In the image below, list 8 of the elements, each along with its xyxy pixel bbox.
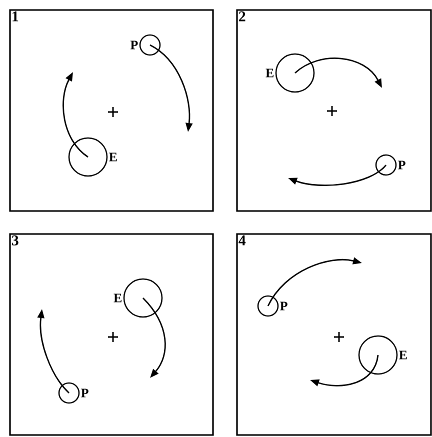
node-label: P xyxy=(81,388,88,398)
node-label: P xyxy=(398,160,406,170)
node-label: P xyxy=(130,40,138,50)
node-label: P xyxy=(280,302,288,310)
node-label: E xyxy=(109,152,117,162)
node-label: E xyxy=(399,350,407,360)
node-label: E xyxy=(114,294,122,302)
node-label: E xyxy=(266,68,274,78)
